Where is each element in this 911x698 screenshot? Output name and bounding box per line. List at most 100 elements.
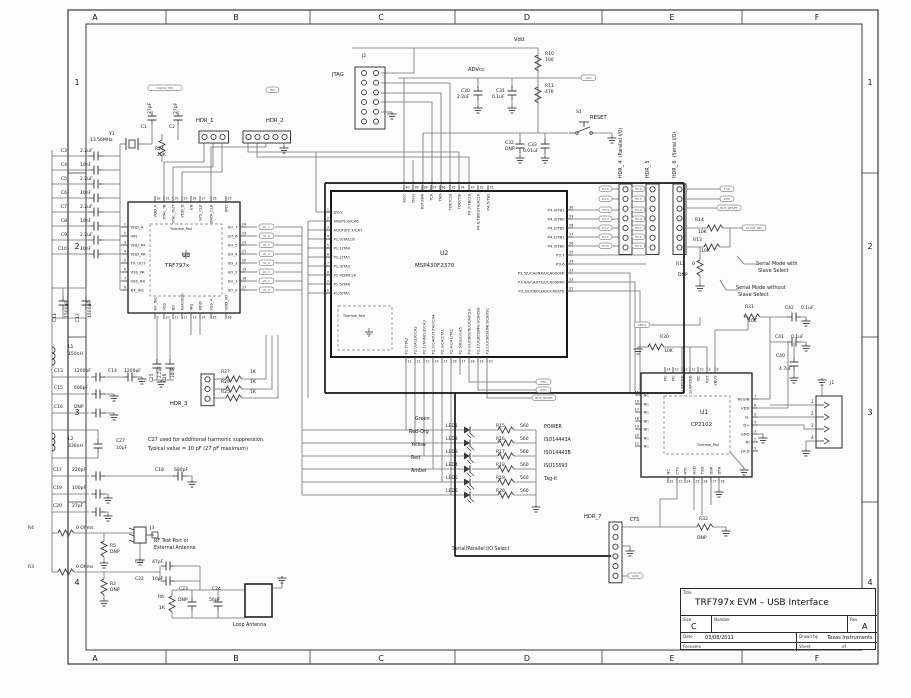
net-label-text: GND [632, 574, 640, 578]
ic-pin-number: 24 [687, 480, 691, 484]
usb-connector [815, 395, 843, 449]
header-pin [245, 133, 252, 141]
ic-name: MSP430F2370 [415, 263, 455, 269]
ic-pin-number: 15 [635, 391, 639, 395]
border-row-label: 3 [867, 408, 872, 417]
ic-pin-number: 39 [415, 186, 419, 190]
ic-pin-label: P3.5/UCA0RX/UCA0SOMI [518, 270, 565, 275]
resistor-icon [497, 451, 515, 461]
resistor-icon [225, 374, 243, 384]
wire [659, 483, 678, 527]
wire [713, 526, 727, 529]
ic-pin-number: 10 [700, 368, 704, 372]
resistor-icon [497, 438, 515, 448]
ic-pin-label: DATA_CLK [208, 204, 213, 223]
border-row-label: 4 [74, 578, 79, 587]
net-label-text: EN [270, 88, 274, 92]
net-label [258, 268, 275, 275]
ic-pin-number: 34 [461, 186, 465, 190]
border-row-label: 1 [867, 78, 872, 87]
ic-pin-number: 22 [569, 278, 573, 282]
ic-pin-number: 36 [442, 186, 446, 190]
ic-pin-label: CTS [674, 467, 679, 475]
loop-antenna [244, 583, 273, 618]
ic-pin-label: NC [644, 409, 650, 414]
resistor-icon [157, 139, 167, 157]
ic-pin-label: XTAL_IN [161, 204, 166, 219]
ic-pin-number: 33 [471, 186, 475, 190]
inductor-icon [51, 438, 56, 446]
ic-pin-number: 30 [175, 197, 179, 201]
net-label [598, 195, 613, 202]
resistor-icon [99, 578, 109, 596]
ic-pin-number: 14 [435, 360, 439, 364]
resistor-icon [99, 540, 109, 558]
net-label [258, 259, 275, 266]
ic-pin-number: 17 [242, 286, 246, 290]
wire [714, 317, 749, 367]
thermal-pad [663, 395, 731, 455]
wire [272, 580, 283, 589]
ic-pin-number: 4 [754, 421, 756, 425]
jtag-pin [373, 108, 379, 115]
filename-cell: Filename [681, 642, 796, 651]
wire [210, 143, 267, 202]
ic-pin-label: P2.4/CA1/TA2 [448, 328, 453, 354]
net-label-text: IO_5 [263, 243, 270, 247]
wire [256, 143, 470, 191]
ic-pin-label: P3.2/UCB0SOMI/UCB0SC [484, 308, 489, 355]
header-pin [622, 225, 629, 232]
wire [801, 341, 807, 344]
ic-pin-number: 24 [242, 223, 246, 227]
net-label-text: BUS_RESET [535, 396, 552, 400]
ic-pin-number: 9 [327, 280, 329, 284]
ic-pin-label: EN2 [223, 204, 228, 212]
ic-pin-label: P1.3/TA2 [334, 263, 351, 268]
header-pin [201, 133, 208, 141]
inductor-icon [51, 358, 56, 366]
ic-pin-number: 31 [490, 186, 494, 190]
header [200, 373, 215, 407]
ic-pin-number: 3 [327, 226, 329, 230]
ic-pin-number: 28 [721, 480, 725, 484]
net-label-text: VBUS [638, 323, 646, 327]
net-label-text: P3.1 [635, 235, 642, 239]
ic-pin-number: 2 [754, 438, 756, 442]
ic-pin-label: VDD_PA [131, 251, 146, 256]
led-arrow-icon [469, 458, 475, 464]
wire [242, 335, 267, 380]
ic-pin-label: RXD [691, 466, 696, 474]
ic-pin-label: TDO/TDI [456, 194, 461, 211]
ic-pin-number: 2 [327, 217, 329, 221]
jtag-pin [361, 99, 367, 106]
net-label [265, 86, 280, 93]
ic-pin-number: 6 [754, 404, 756, 408]
wire [573, 290, 641, 393]
wire [720, 228, 731, 248]
ic-pin-label: P4.1/TB1 [548, 234, 566, 239]
ic-pin-label: DVcc [334, 209, 344, 214]
header [618, 183, 633, 255]
sheet-label: Sheet [799, 644, 811, 649]
ic-pin-number: 27 [202, 197, 206, 201]
net-label [631, 215, 646, 222]
ic-pin-number: 25 [228, 197, 232, 201]
wire [486, 363, 532, 399]
ic-pin-label: DVss [410, 193, 415, 202]
ic-name: CP2102 [691, 422, 712, 428]
header-pin [649, 186, 656, 193]
resistor-icon [497, 477, 515, 487]
ic-pin-label: TCK [428, 193, 433, 202]
ic-pin-number: 28 [193, 197, 197, 201]
ic-pin-number: 3 [124, 241, 126, 245]
wire [801, 316, 807, 319]
ic-pin-label: I/O_1 [228, 278, 238, 283]
sheet-cell: Sheet of [796, 642, 877, 651]
ic-pin-number: 29 [569, 215, 573, 219]
led-arrow-icon [466, 459, 472, 465]
net-label [258, 286, 275, 293]
header-pin [649, 215, 656, 222]
ic-pin-label: I/O_2 [228, 269, 238, 274]
